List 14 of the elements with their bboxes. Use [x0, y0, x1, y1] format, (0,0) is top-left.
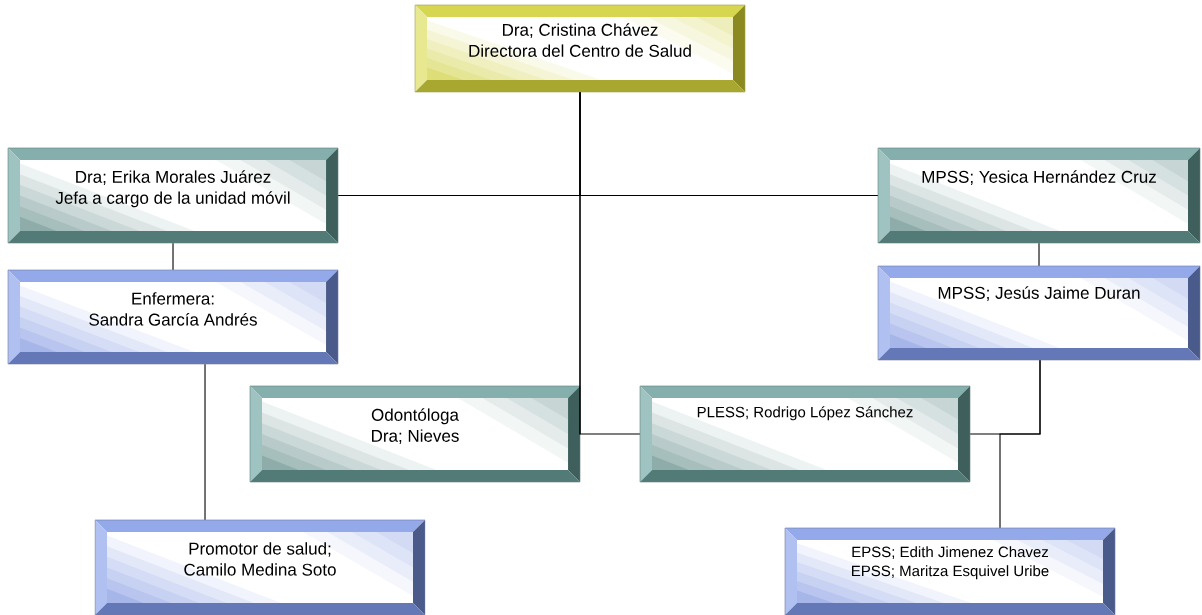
org-box: Promotor de salud; Camilo Medina Soto	[94, 519, 426, 615]
connector-line	[579, 91, 641, 435]
org-box: Odontóloga Dra; Nieves	[249, 385, 581, 483]
org-box: Dra; Erika Morales Juárez Jefa a cargo de la unidad móvil	[7, 147, 339, 244]
org-box: MPSS; Yesica Hernández Cruz	[877, 147, 1201, 244]
connector-line	[172, 242, 174, 271]
org-box: PLESS; Rodrigo López Sánchez	[639, 385, 971, 483]
connector-line	[204, 363, 206, 521]
connector-line	[999, 359, 1041, 529]
org-box: Enfermera: Sandra García Andrés	[7, 269, 339, 365]
org-box: MPSS; Jesús Jaime Duran	[877, 265, 1201, 361]
org-box: EPSS; Edith Jimenez Chavez EPSS; Maritza Esquivel Uribe	[784, 527, 1116, 615]
org-box: Dra; Cristina Chávez Directora del Centro de Salud	[414, 4, 746, 93]
connector-line	[1038, 242, 1040, 267]
